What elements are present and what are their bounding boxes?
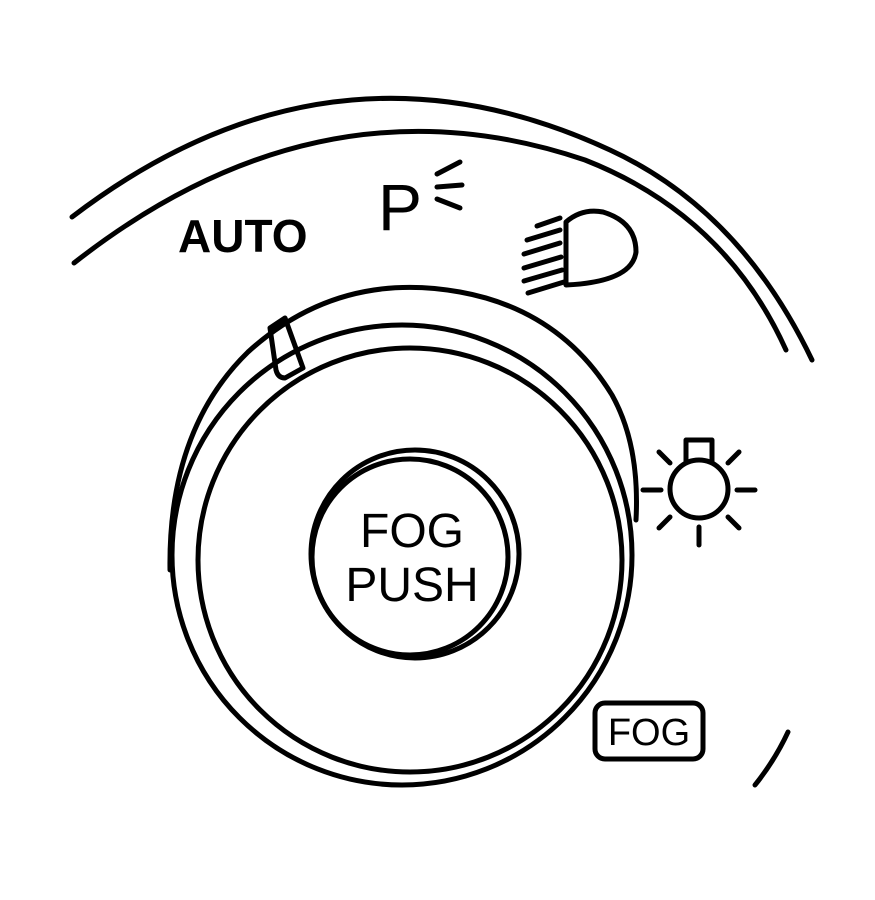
headlamp-beam-3: [521, 240, 563, 257]
knob-inner-ring: [195, 345, 625, 775]
fog-push-button[interactable]: FOG PUSH: [308, 447, 522, 661]
parking-lamp-ray-mid: [434, 182, 465, 190]
dome-lamp-ray-upper-right: [725, 449, 742, 466]
outer-bezel-arc-inner: [71, 128, 789, 353]
headlamp-beam-4: [521, 254, 564, 271]
parking-lamp-icon: P: [378, 159, 465, 244]
headlamp-body: [563, 208, 639, 288]
knob-outer-rim: [167, 284, 639, 573]
dome-lamp-bulb: [667, 457, 731, 521]
fog-push-button-face: [309, 456, 511, 658]
headlamp-beam-6: [525, 279, 567, 296]
auto-label: AUTO: [178, 210, 308, 262]
fog-badge-frame: [592, 700, 706, 762]
fog-push-label-line2: PUSH: [345, 559, 478, 612]
parking-lamp-ray-bottom: [434, 196, 463, 211]
knob-pointer-icon: [267, 315, 306, 381]
dome-lamp-ray-lower-left: [656, 514, 673, 531]
fog-badge-label: FOG: [608, 712, 690, 754]
fog-push-label-line1: FOG: [360, 505, 464, 558]
headlamp-beam-2: [524, 227, 563, 243]
outer-bezel-arc-outer: [69, 95, 815, 363]
headlamp-beam-5: [521, 267, 565, 284]
knob-outer-ring: [169, 322, 635, 788]
dome-lamp-ray-lower-right: [725, 514, 742, 531]
outer-bezel-arc-lower: [752, 729, 791, 788]
headlamp-beam-1: [534, 215, 563, 229]
fog-indicator-badge: FOG: [592, 700, 706, 762]
dome-lamp-icon: [640, 437, 758, 548]
dome-lamp-base: [683, 437, 715, 465]
dome-lamp-ray-upper-left: [656, 449, 673, 466]
headlamp-selector-knob[interactable]: [167, 284, 639, 788]
low-beam-headlamp-icon: [521, 208, 639, 296]
parking-lamp-letter: P: [378, 170, 422, 244]
parking-lamp-ray-top: [434, 159, 463, 177]
